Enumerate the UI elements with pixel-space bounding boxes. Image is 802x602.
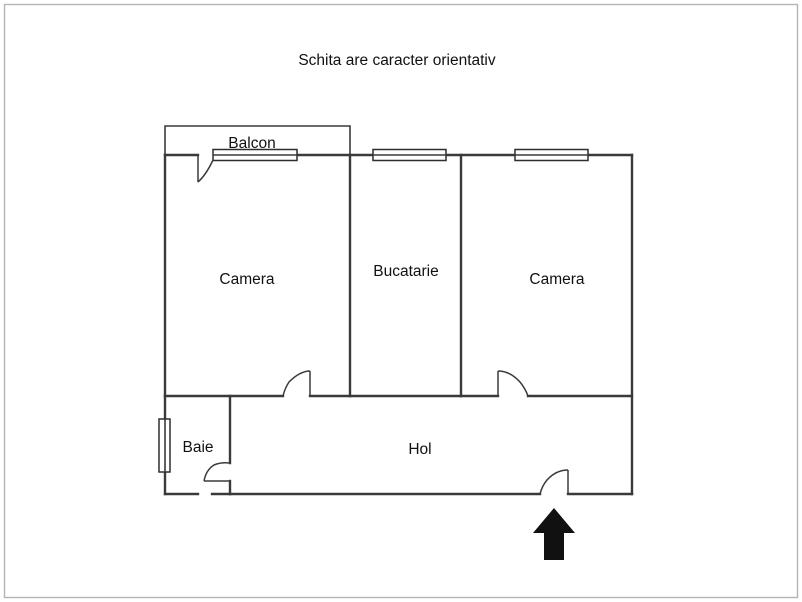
- entrance-arrow: [533, 508, 575, 560]
- room-label-camera-left: Camera: [219, 271, 275, 288]
- room-label-balcon: Balcon: [228, 135, 275, 152]
- balcony-outline: [164, 125, 351, 156]
- room-label-hol: Hol: [408, 441, 431, 458]
- room-label-bucatarie: Bucatarie: [373, 263, 438, 280]
- door-camera-right: [497, 370, 529, 397]
- page-title: Schita are caracter orientativ: [298, 52, 496, 69]
- windows-group: [158, 148, 589, 473]
- room-label-camera-right: Camera: [529, 271, 585, 288]
- door-bathroom: [203, 462, 231, 482]
- exterior-walls: [163, 153, 634, 496]
- room-labels: Balcon Camera Bucatarie Camera Baie Hol: [182, 135, 584, 458]
- interior-walls: [163, 153, 634, 496]
- door-entrance: [539, 469, 569, 495]
- door-camera-left: [282, 370, 311, 397]
- room-label-baie: Baie: [182, 439, 213, 456]
- page-frame: [3, 3, 799, 599]
- door-balcony: [197, 155, 214, 183]
